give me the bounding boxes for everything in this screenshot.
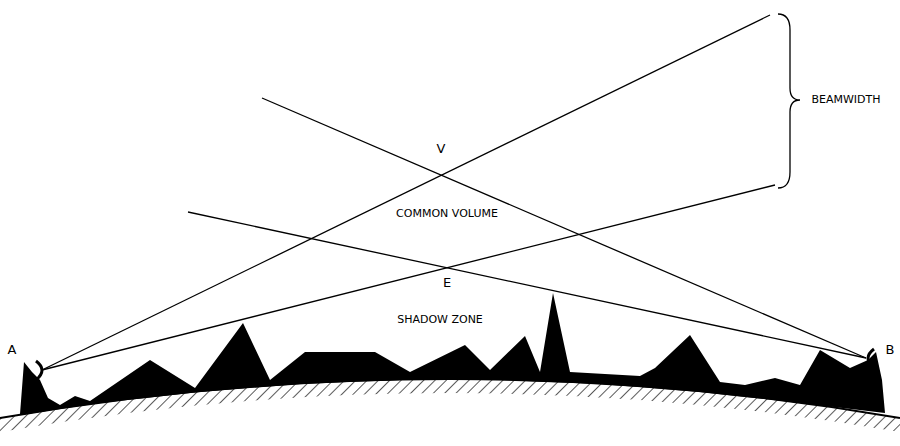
- beam-line: [42, 185, 775, 370]
- region-label: SHADOW ZONE: [396, 314, 484, 326]
- beam-line: [262, 98, 866, 358]
- antenna-b: [868, 349, 874, 368]
- dimension-label: BEAMWIDTH: [810, 94, 881, 106]
- beam-line: [188, 212, 866, 358]
- beamwidth-bracket: [778, 14, 800, 188]
- point-label: V: [436, 142, 447, 156]
- point-label: E: [442, 276, 452, 290]
- station-label: A: [7, 343, 18, 357]
- terrain: [20, 293, 885, 415]
- beam-line: [42, 15, 770, 370]
- antenna-a: [36, 361, 42, 380]
- region-label: COMMON VOLUME: [395, 208, 499, 220]
- station-label: B: [885, 343, 896, 357]
